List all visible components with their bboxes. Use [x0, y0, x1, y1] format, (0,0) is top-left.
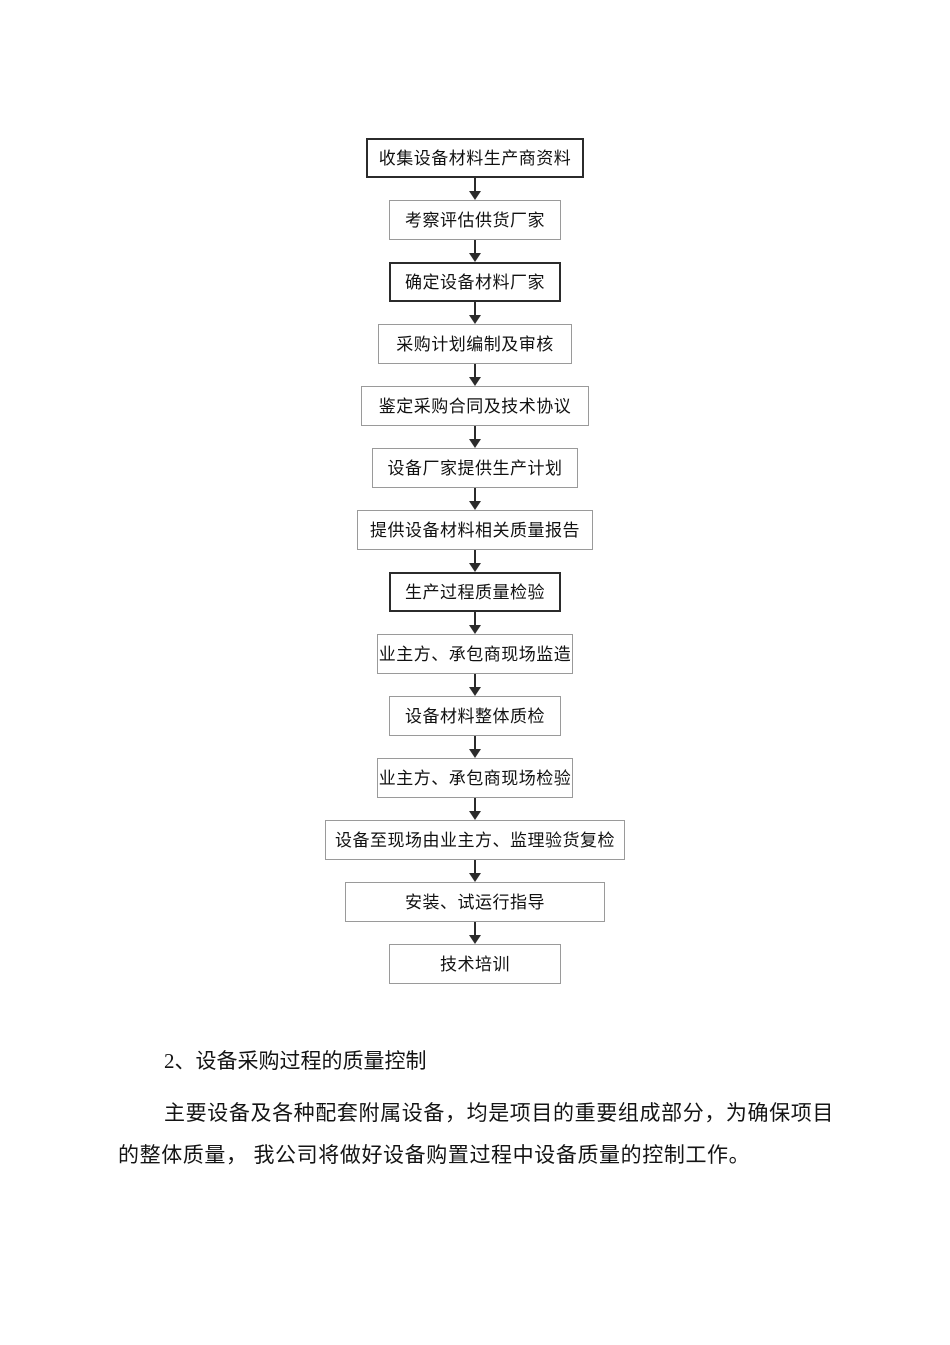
flow-node-label: 业主方、承包商现场监造: [378, 644, 572, 664]
flow-node-n10: 设备材料整体质检: [389, 696, 561, 736]
flow-node-label: 业主方、承包商现场检验: [378, 768, 572, 788]
arrow-shaft: [474, 798, 476, 813]
flow-node-n9: 业主方、承包商现场监造: [377, 634, 573, 674]
flow-node-label: 采购计划编制及审核: [396, 334, 554, 354]
arrow-shaft: [474, 674, 476, 689]
flow-node-n3: 确定设备材料厂家: [389, 262, 561, 302]
flow-arrow-down-icon: [468, 612, 482, 634]
flow-arrow-down-icon: [468, 550, 482, 572]
flow-node-n11: 业主方、承包商现场检验: [377, 758, 573, 798]
arrow-head: [469, 253, 481, 262]
flow-arrow-down-icon: [468, 798, 482, 820]
flow-node-label: 提供设备材料相关质量报告: [370, 520, 580, 540]
arrow-head: [469, 625, 481, 634]
flow-arrow-down-icon: [468, 736, 482, 758]
arrow-head: [469, 935, 481, 944]
arrow-shaft: [474, 178, 476, 193]
flow-node-n12: 设备至现场由业主方、监理验货复检: [325, 820, 625, 860]
arrow-head: [469, 811, 481, 820]
arrow-head: [469, 191, 481, 200]
arrow-shaft: [474, 240, 476, 255]
flow-arrow-down-icon: [468, 426, 482, 448]
arrow-shaft: [474, 860, 476, 875]
arrow-head: [469, 687, 481, 696]
flow-node-label: 设备材料整体质检: [405, 706, 545, 726]
arrow-shaft: [474, 302, 476, 317]
arrow-shaft: [474, 488, 476, 503]
flow-node-n14: 技术培训: [389, 944, 561, 984]
flow-node-label: 技术培训: [440, 954, 510, 974]
flow-arrow-down-icon: [468, 364, 482, 386]
arrow-shaft: [474, 922, 476, 937]
arrow-head: [469, 749, 481, 758]
flow-arrow-down-icon: [468, 302, 482, 324]
flow-arrow-down-icon: [468, 674, 482, 696]
flow-node-label: 设备至现场由业主方、监理验货复检: [335, 830, 615, 850]
flow-node-n13: 安装、试运行指导: [345, 882, 605, 922]
arrow-head: [469, 439, 481, 448]
flow-arrow-down-icon: [468, 860, 482, 882]
arrow-shaft: [474, 736, 476, 751]
arrow-head: [469, 501, 481, 510]
flow-node-label: 鉴定采购合同及技术协议: [378, 396, 572, 416]
body-text-section: 2、设备采购过程的质量控制 主要设备及各种配套附属设备，均是项目的重要组成部分，…: [118, 1040, 834, 1176]
flow-node-label: 收集设备材料生产商资料: [378, 148, 572, 168]
flow-node-n1: 收集设备材料生产商资料: [366, 138, 584, 178]
flow-node-label: 确定设备材料厂家: [405, 272, 545, 292]
flow-node-label: 考察评估供货厂家: [405, 210, 545, 230]
flow-node-n2: 考察评估供货厂家: [389, 200, 561, 240]
flow-arrow-down-icon: [468, 488, 482, 510]
arrow-head: [469, 315, 481, 324]
arrow-shaft: [474, 426, 476, 441]
flow-arrow-down-icon: [468, 178, 482, 200]
flow-node-n8: 生产过程质量检验: [389, 572, 561, 612]
arrow-head: [469, 377, 481, 386]
flow-arrow-down-icon: [468, 240, 482, 262]
arrow-head: [469, 563, 481, 572]
flow-node-label: 安装、试运行指导: [405, 892, 545, 912]
section-heading: 2、设备采购过程的质量控制: [164, 1049, 427, 1073]
flow-arrow-down-icon: [468, 922, 482, 944]
flow-node-n6: 设备厂家提供生产计划: [372, 448, 578, 488]
flow-node-n5: 鉴定采购合同及技术协议: [361, 386, 589, 426]
flow-node-n4: 采购计划编制及审核: [378, 324, 572, 364]
arrow-shaft: [474, 364, 476, 379]
flow-node-label: 生产过程质量检验: [405, 582, 545, 602]
flow-node-label: 设备厂家提供生产计划: [387, 458, 563, 478]
flowchart-diagram: 收集设备材料生产商资料考察评估供货厂家确定设备材料厂家采购计划编制及审核鉴定采购…: [0, 138, 950, 984]
section-paragraph: 主要设备及各种配套附属设备，均是项目的重要组成部分，为确保项目的整体质量， 我公…: [118, 1101, 834, 1167]
arrow-shaft: [474, 612, 476, 627]
arrow-shaft: [474, 550, 476, 565]
flow-node-n7: 提供设备材料相关质量报告: [357, 510, 593, 550]
arrow-head: [469, 873, 481, 882]
